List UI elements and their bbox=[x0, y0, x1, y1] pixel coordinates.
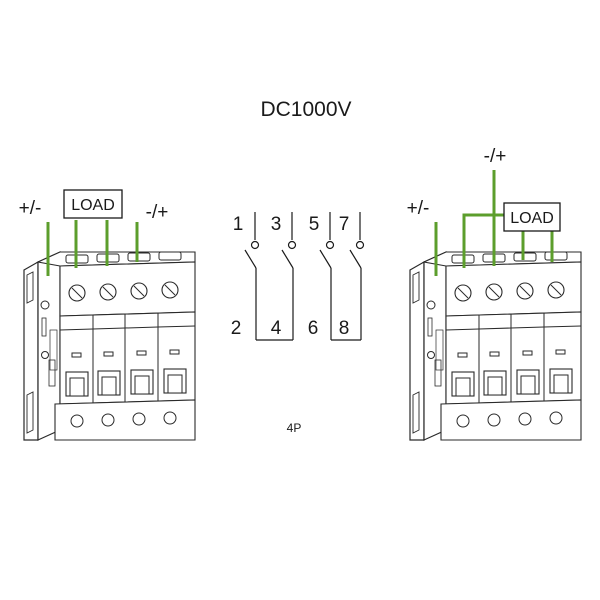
right-negative-label: -/+ bbox=[484, 146, 507, 167]
pole-schematic bbox=[244, 212, 365, 341]
left-negative-label: -/+ bbox=[146, 202, 169, 223]
right-load-box bbox=[503, 202, 561, 232]
right-breaker-body bbox=[409, 251, 582, 441]
pole-count-label: 4P bbox=[287, 421, 302, 435]
right-breaker: LOAD +/- -/+ bbox=[407, 146, 582, 441]
schematic-bottom-numbers: 2 4 6 8 bbox=[231, 318, 350, 339]
terminal-number: 7 bbox=[339, 214, 350, 235]
terminal-number: 4 bbox=[271, 318, 282, 339]
terminal-number: 6 bbox=[308, 318, 319, 339]
left-breaker: LOAD +/- -/+ bbox=[19, 189, 196, 441]
terminal-number: 8 bbox=[339, 318, 350, 339]
left-breaker-body bbox=[23, 251, 196, 441]
right-breaker-wires bbox=[434, 170, 554, 276]
right-load-label: LOAD bbox=[510, 210, 554, 227]
right-positive-label: +/- bbox=[407, 198, 430, 219]
terminal-number: 5 bbox=[309, 214, 320, 235]
schematic-top-numbers: 1 3 5 7 bbox=[233, 214, 350, 235]
left-load-box bbox=[63, 189, 123, 219]
terminal-number: 2 bbox=[231, 318, 242, 339]
left-load-label: LOAD bbox=[71, 197, 115, 214]
left-positive-label: +/- bbox=[19, 198, 42, 219]
voltage-title: DC1000V bbox=[260, 98, 351, 121]
terminal-number: 3 bbox=[271, 214, 282, 235]
terminal-number: 1 bbox=[233, 214, 244, 235]
left-breaker-wires bbox=[46, 220, 139, 276]
